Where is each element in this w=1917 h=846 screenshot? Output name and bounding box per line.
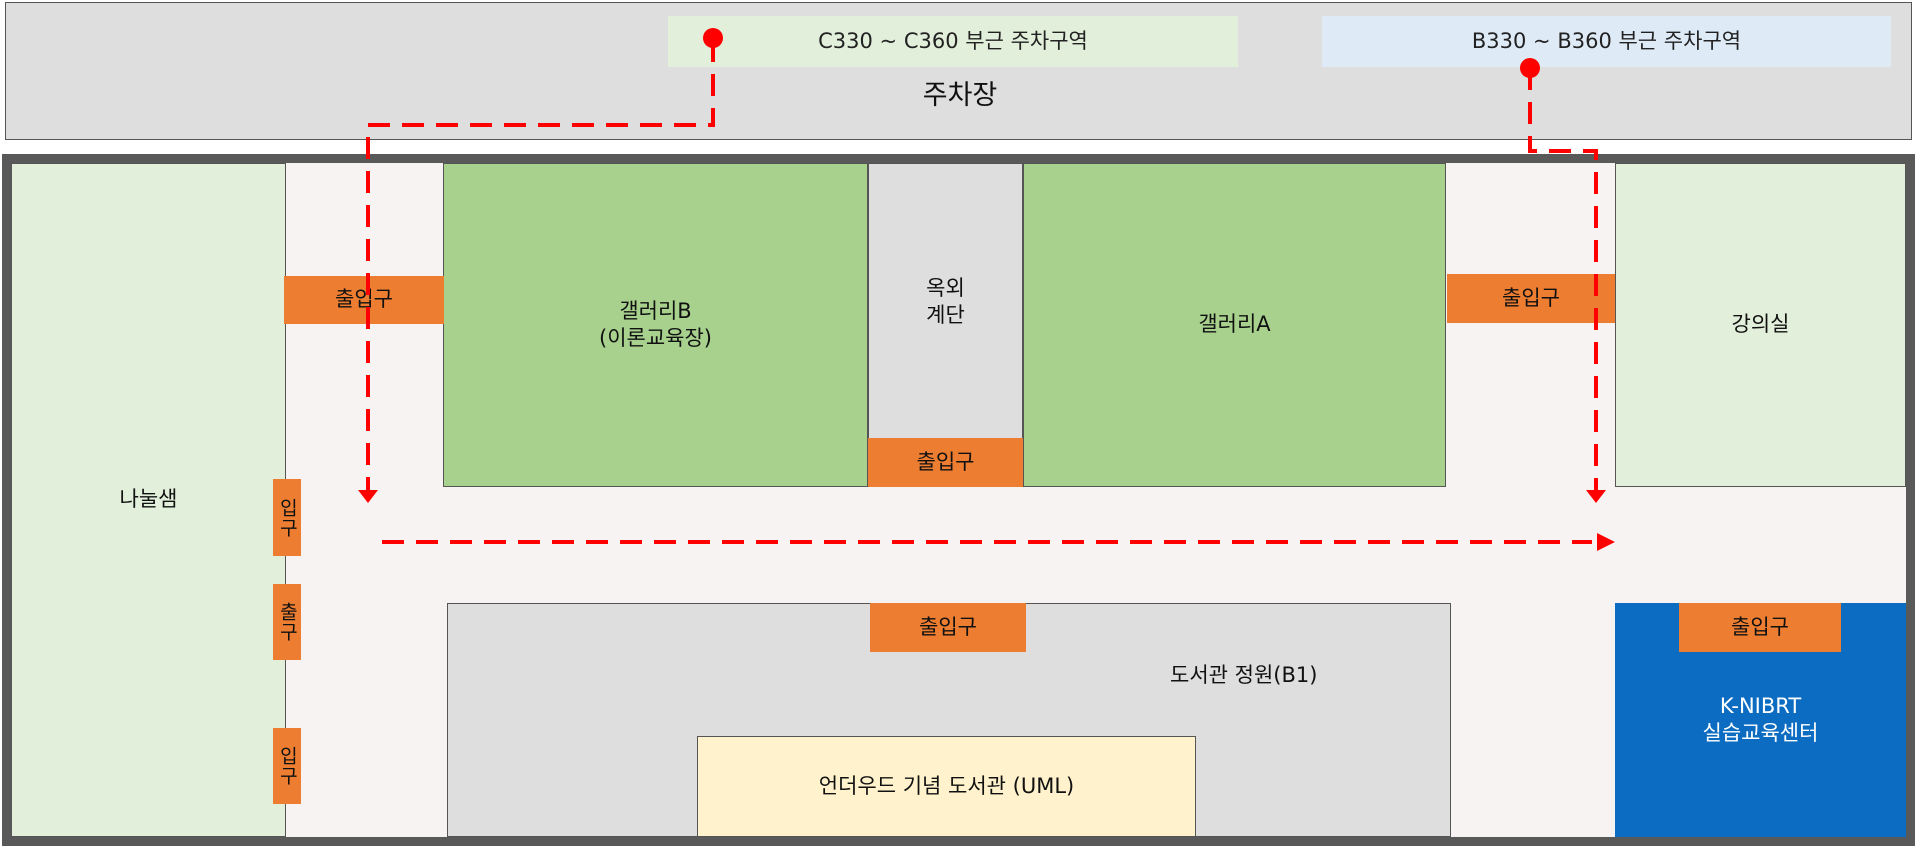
library-garden-label: 도서관 정원(B1): [1170, 663, 1318, 687]
building-uml: 언더우드 기념 도서관 (UML): [697, 736, 1196, 837]
arrowhead-b-route: [1586, 490, 1606, 503]
arrowhead-walkway: [1597, 533, 1615, 551]
arrowhead-c-route: [358, 490, 378, 503]
library-garden-entrance: 출입구: [870, 603, 1026, 652]
building-nanulsaem: 나눌샘: [11, 163, 286, 837]
parking-zone-b: B330 ~ B360 부근 주차구역: [1322, 16, 1891, 67]
knibrt-entrance: 출입구: [1679, 603, 1841, 652]
route-from-c-zone: [366, 40, 715, 490]
gallery-b-entrance: 출입구: [284, 276, 444, 324]
building-knibrt: K-NIBRT 실습교육센터: [1615, 603, 1906, 837]
building-gallery-a: 갤러리A: [1023, 163, 1446, 487]
route-from-b-zone: [1528, 68, 1598, 492]
nanulsaem-entrance-1: 입구: [273, 479, 301, 556]
parking-title: 주차장: [922, 80, 998, 112]
building-lecture-room: 강의실: [1615, 163, 1906, 487]
marker-c-zone: [703, 28, 723, 48]
nanulsaem-entrance-2: 입구: [273, 728, 301, 804]
building-gallery-b: 갤러리B (이론교육장): [443, 163, 868, 487]
lecture-room-entrance: 출입구: [1447, 274, 1615, 323]
parking-zone-c: C330 ~ C360 부근 주차구역: [668, 16, 1238, 67]
stairs-entrance: 출입구: [868, 438, 1023, 487]
nanulsaem-exit: 출구: [273, 584, 301, 660]
marker-b-zone: [1520, 58, 1540, 78]
outdoor-stairs: 옥외 계단: [868, 163, 1023, 487]
